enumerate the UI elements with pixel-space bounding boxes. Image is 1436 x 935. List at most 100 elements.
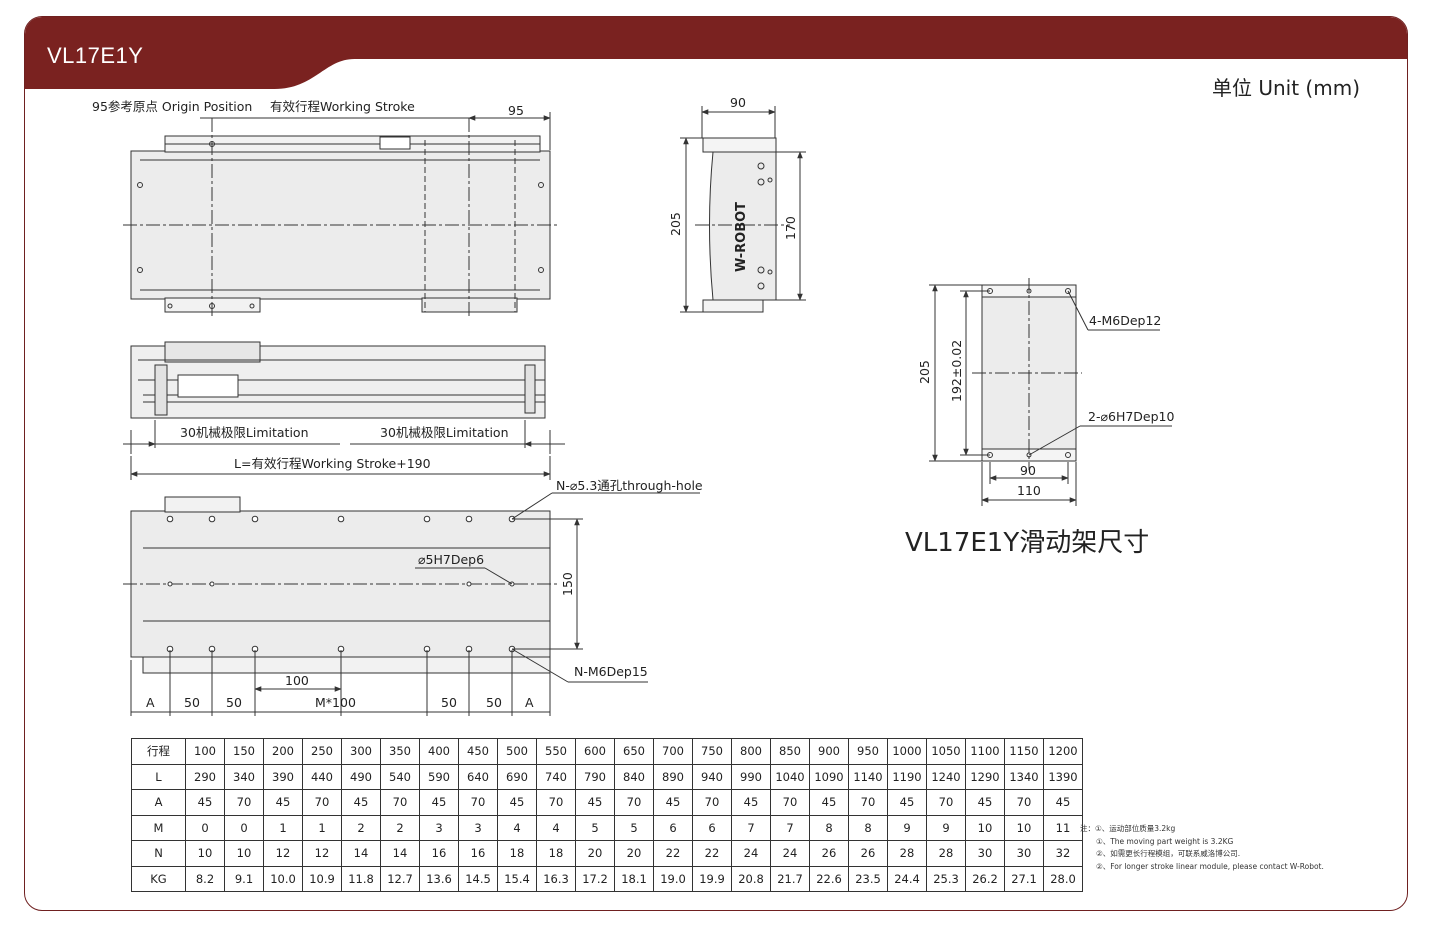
table-cell: 990 xyxy=(731,763,771,790)
table-cell: 4 xyxy=(536,814,576,841)
note-line: 注：①、运动部位质量3.2kg xyxy=(1080,824,1176,833)
end-inner-height-label: 170 xyxy=(783,216,798,240)
table-cell: 70 xyxy=(458,789,498,816)
table-cell: 100 xyxy=(185,738,225,765)
table-cell: 21.7 xyxy=(770,865,810,892)
table-cell: 45 xyxy=(263,789,303,816)
table-cell: 70 xyxy=(224,789,264,816)
table-cell: 9 xyxy=(926,814,966,841)
table-cell: 20 xyxy=(614,840,654,867)
dim-a-right: A xyxy=(525,695,534,710)
table-cell: 640 xyxy=(458,763,498,790)
table-cell: 70 xyxy=(1004,789,1044,816)
table-cell: 500 xyxy=(497,738,537,765)
table-cell: 690 xyxy=(497,763,537,790)
table-cell: 400 xyxy=(419,738,459,765)
dim-50-d: 50 xyxy=(486,695,502,710)
table-cell: 32 xyxy=(1043,840,1083,867)
table-cell: 340 xyxy=(224,763,264,790)
table-cell: 300 xyxy=(341,738,381,765)
table-cell: 1100 xyxy=(965,738,1005,765)
slider-thread-label: 4-M6Dep12 xyxy=(1089,313,1161,328)
table-cell: 8.2 xyxy=(185,865,225,892)
table-cell: 22 xyxy=(653,840,693,867)
brand-logo: W-ROBOT xyxy=(734,202,749,272)
table-cell: 70 xyxy=(302,789,342,816)
table-cell: 20 xyxy=(575,840,615,867)
note-line: ②、如需更长行程模组，可联系威洛博公司. xyxy=(1096,849,1241,858)
table-cell: 5 xyxy=(575,814,615,841)
table-cell: 45 xyxy=(1043,789,1083,816)
table-cell: 650 xyxy=(614,738,654,765)
table-cell: 8 xyxy=(809,814,849,841)
end-height-label: 205 xyxy=(668,212,683,236)
slider-outer-width-label: 110 xyxy=(1017,483,1041,498)
table-cell: 15.4 xyxy=(497,865,537,892)
table-cell: 18.1 xyxy=(614,865,654,892)
table-cell: 24 xyxy=(770,840,810,867)
table-cell: 1290 xyxy=(965,763,1005,790)
table-cell: 490 xyxy=(341,763,381,790)
table-cell: 22 xyxy=(692,840,732,867)
table-cell: 740 xyxy=(536,763,576,790)
table-cell: 12 xyxy=(302,840,342,867)
table-cell: 1390 xyxy=(1043,763,1083,790)
slider-pin-label: 2-⌀6H7Dep10 xyxy=(1088,409,1174,424)
table-cell: 70 xyxy=(614,789,654,816)
table-cell: 840 xyxy=(614,763,654,790)
table-cell: 3 xyxy=(458,814,498,841)
dim-50-a: 50 xyxy=(184,695,200,710)
table-cell: 24 xyxy=(731,840,771,867)
table-cell: 24.4 xyxy=(887,865,927,892)
row-header: N xyxy=(131,840,186,867)
unit-label: 单位 Unit (mm) xyxy=(1212,76,1360,100)
table-cell: 5 xyxy=(614,814,654,841)
table-cell: 11.8 xyxy=(341,865,381,892)
table-cell: 9.1 xyxy=(224,865,264,892)
table-cell: 26 xyxy=(848,840,888,867)
table-cell: 1050 xyxy=(926,738,966,765)
table-cell: 14 xyxy=(380,840,420,867)
table-cell: 16.3 xyxy=(536,865,576,892)
slider-title: VL17E1Y滑动架尺寸 xyxy=(905,528,1150,558)
table-cell: 45 xyxy=(809,789,849,816)
table-cell: 250 xyxy=(302,738,342,765)
table-cell: 1000 xyxy=(887,738,927,765)
table-cell: 1 xyxy=(263,814,303,841)
dim-95-label: 95 xyxy=(508,103,524,118)
dim-a-left: A xyxy=(146,695,155,710)
table-cell: 70 xyxy=(536,789,576,816)
table-cell: 1200 xyxy=(1043,738,1083,765)
table-cell: 150 xyxy=(224,738,264,765)
table-cell: 1090 xyxy=(809,763,849,790)
slider-inner-width-label: 90 xyxy=(1020,463,1036,478)
table-cell: 550 xyxy=(536,738,576,765)
table-cell: 16 xyxy=(458,840,498,867)
table-cell: 45 xyxy=(419,789,459,816)
row-header: L xyxy=(131,763,186,790)
table-cell: 10 xyxy=(1004,814,1044,841)
header-banner xyxy=(25,17,1407,89)
table-cell: 1150 xyxy=(1004,738,1044,765)
table-cell: 14 xyxy=(341,840,381,867)
note-line: ①、The moving part weight is 3.2KG xyxy=(1096,836,1234,846)
table-cell: 1140 xyxy=(848,763,888,790)
limit-right-label: 30机械极限Limitation xyxy=(380,425,509,440)
table-cell: 12.7 xyxy=(380,865,420,892)
pin-hole-label: ⌀5H7Dep6 xyxy=(418,552,484,567)
table-cell: 20.8 xyxy=(731,865,771,892)
table-cell: 28.0 xyxy=(1043,865,1083,892)
table-cell: 890 xyxy=(653,763,693,790)
bottom-view xyxy=(123,492,700,716)
table-cell: 28 xyxy=(887,840,927,867)
table-cell: 18 xyxy=(536,840,576,867)
page-title: VL17E1Y xyxy=(47,43,144,68)
stroke-label: 有效行程Working Stroke xyxy=(270,99,415,114)
table-cell: 850 xyxy=(770,738,810,765)
row-header: M xyxy=(131,814,186,841)
